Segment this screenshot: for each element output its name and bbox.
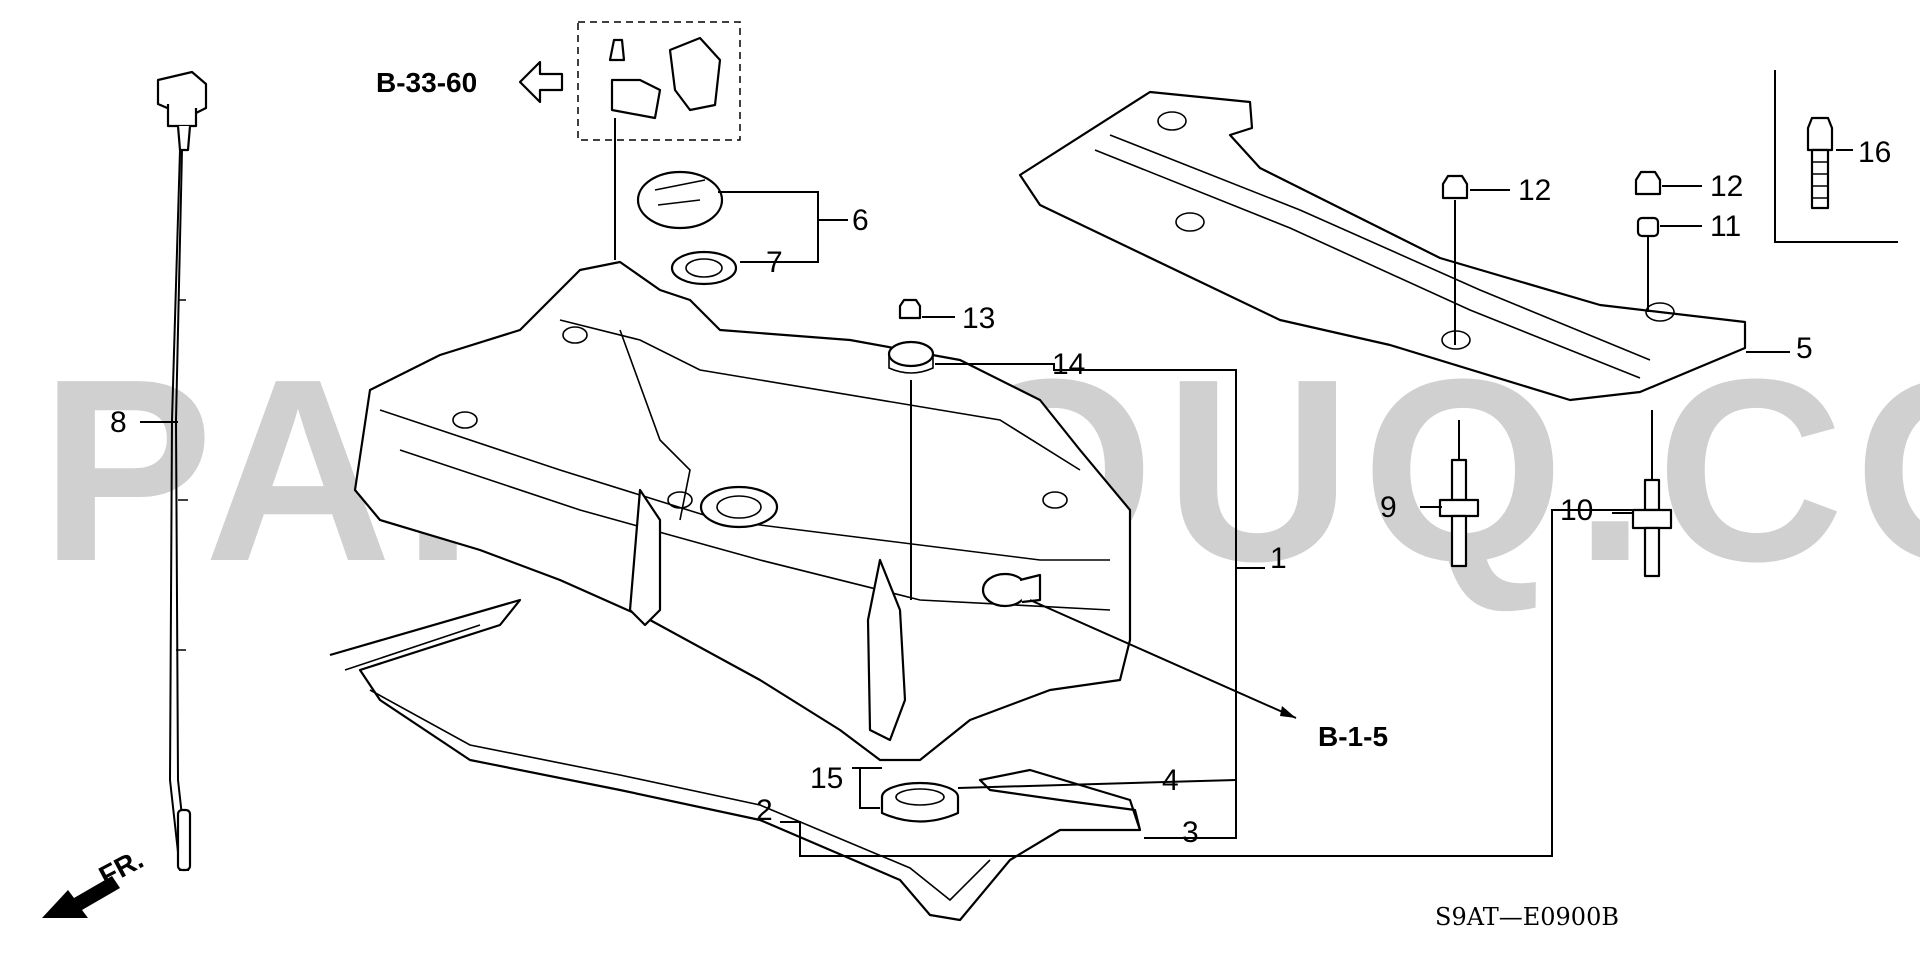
part-number-15[interactable]: 15 bbox=[810, 762, 843, 795]
head-cover-gasket-part bbox=[329, 598, 1142, 922]
part-number-12b[interactable]: 12 bbox=[1710, 170, 1743, 203]
engine-cover-part bbox=[1018, 90, 1747, 402]
part-number-10[interactable]: 10 bbox=[1560, 494, 1593, 527]
bracket-corner-16 bbox=[1774, 70, 1898, 243]
nut-12a bbox=[1441, 174, 1469, 345]
washer-11 bbox=[1636, 216, 1660, 312]
part-number-13[interactable]: 13 bbox=[962, 302, 995, 335]
part-number-11[interactable]: 11 bbox=[1710, 210, 1741, 243]
cap-seal-part bbox=[670, 250, 738, 286]
part-number-6[interactable]: 6 bbox=[852, 204, 869, 237]
stud-10 bbox=[1631, 410, 1673, 578]
bolt-16 bbox=[1806, 116, 1834, 210]
part-number-16[interactable]: 16 bbox=[1858, 136, 1891, 169]
part-number-7[interactable]: 7 bbox=[766, 246, 783, 279]
part-number-1[interactable]: 1 bbox=[1270, 542, 1287, 575]
leader-lines bbox=[140, 149, 1853, 857]
part-number-12a[interactable]: 12 bbox=[1518, 174, 1551, 207]
grommet-14 bbox=[887, 340, 935, 600]
part-number-14[interactable]: 14 bbox=[1052, 348, 1085, 381]
part-number-4[interactable]: 4 bbox=[1162, 764, 1179, 797]
hollow-arrow-icon bbox=[518, 60, 564, 104]
filler-cap-part bbox=[636, 170, 724, 230]
part-number-5[interactable]: 5 bbox=[1796, 332, 1813, 365]
front-arrow-icon bbox=[42, 876, 120, 918]
part-number-2[interactable]: 2 bbox=[756, 794, 773, 827]
nut-13 bbox=[898, 298, 922, 320]
part-number-3[interactable]: 3 bbox=[1182, 816, 1199, 849]
part-number-8[interactable]: 8 bbox=[110, 406, 127, 439]
dipstick-part bbox=[156, 70, 208, 872]
bracket-box bbox=[577, 21, 741, 260]
nut-12b bbox=[1634, 170, 1662, 196]
stud-9 bbox=[1438, 420, 1480, 568]
ref-b-33-60[interactable]: B-33-60 bbox=[376, 67, 477, 98]
spark-plug-seal-15 bbox=[880, 781, 960, 823]
head-cover-part bbox=[353, 260, 1132, 762]
part-number-9[interactable]: 9 bbox=[1380, 491, 1397, 524]
diagram-code: S9AT—E0900B bbox=[1435, 903, 1619, 931]
ref-b-1-5[interactable]: B-1-5 bbox=[1318, 721, 1388, 752]
